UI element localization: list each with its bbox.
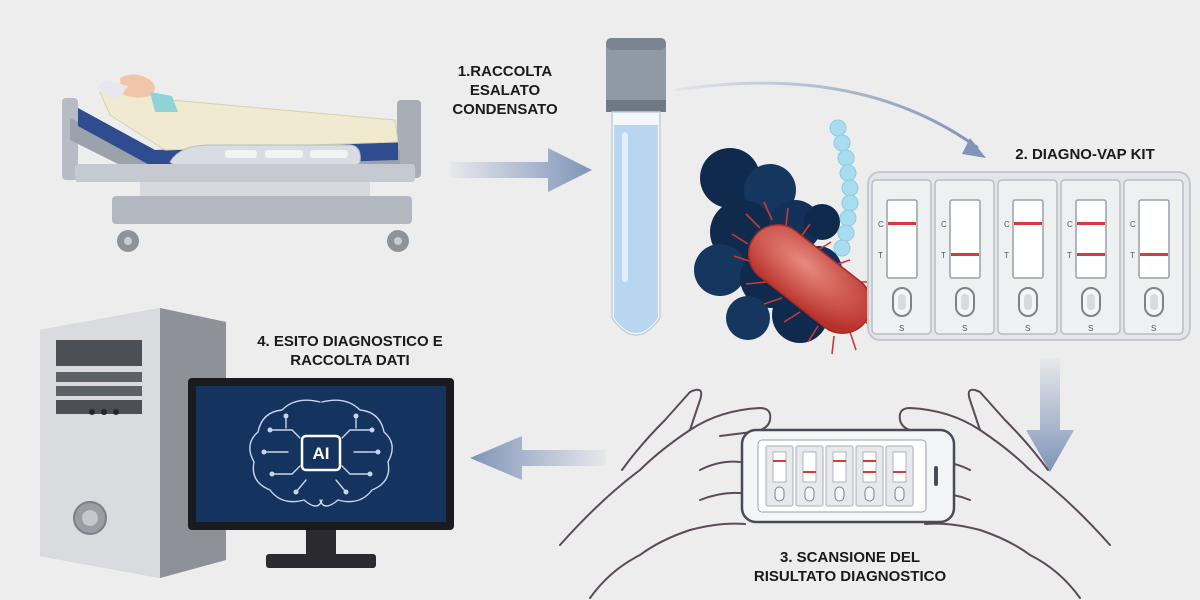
phone-strip — [855, 445, 884, 507]
beaded-chain-bacteria — [829, 119, 859, 257]
control-mark: C — [1067, 220, 1073, 229]
step-2-label: 2. DIAGNO-VAP KIT — [1015, 146, 1155, 163]
phone-kit-preview — [765, 445, 914, 507]
kit-strips: C T S C T S C T S C T S C T S — [871, 179, 1184, 335]
test-strip: C T S — [997, 179, 1058, 335]
step-1-label: 1.RACCOLTA ESALATO CONDENSATO — [452, 63, 558, 118]
phone-strip — [885, 445, 914, 507]
phone-strip — [825, 445, 854, 507]
control-mark: C — [1004, 220, 1010, 229]
test-line — [1077, 253, 1105, 256]
control-mark: C — [1130, 220, 1136, 229]
control-line — [888, 222, 916, 225]
phone-strip — [765, 445, 794, 507]
sample-mark: S — [962, 324, 967, 333]
test-mark: T — [878, 251, 883, 260]
arrow-collect-to-tube — [450, 148, 592, 192]
diagno-vap-kit: C T S C T S C T S C T S C T S — [867, 171, 1191, 341]
collection-tube — [606, 38, 666, 336]
arrow-scan-to-monitor — [470, 436, 606, 480]
test-strip: C T S — [1123, 179, 1184, 335]
ai-brain-icon — [249, 399, 393, 507]
step-3-label: 3. SCANSIONE DEL RISULTATO DIAGNOSTICO — [753, 549, 947, 585]
sample-mark: S — [1088, 324, 1093, 333]
sample-mark: S — [1025, 324, 1030, 333]
smartphone — [740, 428, 956, 524]
sample-mark: S — [1151, 324, 1156, 333]
test-mark: T — [1067, 251, 1072, 260]
phone-strip — [795, 445, 824, 507]
test-line — [1140, 253, 1168, 256]
test-mark: T — [1130, 251, 1135, 260]
sample-mark: S — [899, 324, 904, 333]
test-strip: C T S — [934, 179, 995, 335]
step-4-label: 4. ESITO DIAGNOSTICO E RACCOLTA DATI — [257, 333, 443, 369]
test-strip: C T S — [871, 179, 932, 335]
test-strip: C T S — [1060, 179, 1121, 335]
test-line — [951, 253, 979, 256]
ai-chip-icon — [300, 434, 342, 472]
test-mark: T — [1004, 251, 1009, 260]
control-mark: C — [941, 220, 947, 229]
hospital-bed-with-patient — [62, 74, 421, 252]
control-mark: C — [878, 220, 884, 229]
curved-arrow-to-kit — [675, 81, 979, 150]
control-line — [1014, 222, 1042, 225]
arrow-kit-to-scan — [1026, 358, 1074, 472]
monitor: AI — [188, 378, 454, 568]
ai-chip-label: AI — [313, 444, 330, 463]
rod-bacterium — [731, 201, 879, 355]
control-line — [1077, 222, 1105, 225]
test-mark: T — [941, 251, 946, 260]
